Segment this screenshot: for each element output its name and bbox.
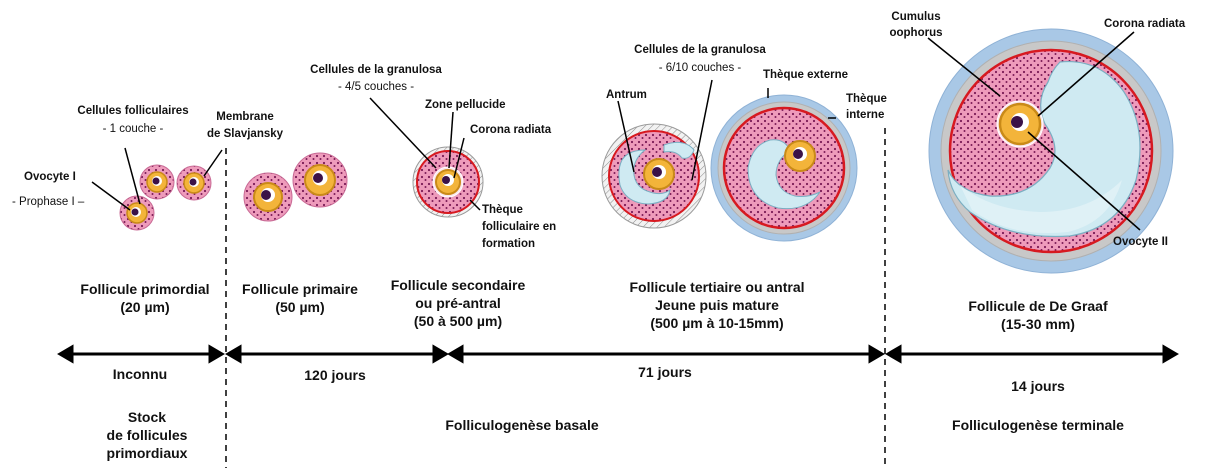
primordial-follicles: [120, 165, 211, 230]
primary-follicles: [244, 153, 347, 221]
primordial-follicle: [120, 196, 154, 230]
primary-follicle: [293, 153, 347, 207]
primordial-follicle: [140, 165, 174, 199]
tertiary-follicle-young: [602, 124, 706, 228]
timeline: [60, 347, 1176, 361]
de-graaf-follicle: [929, 29, 1173, 273]
tertiary-follicle-mature: [711, 95, 857, 241]
primary-follicle: [244, 173, 292, 221]
primordial-follicle: [177, 166, 211, 200]
secondary-follicle: [413, 147, 483, 217]
